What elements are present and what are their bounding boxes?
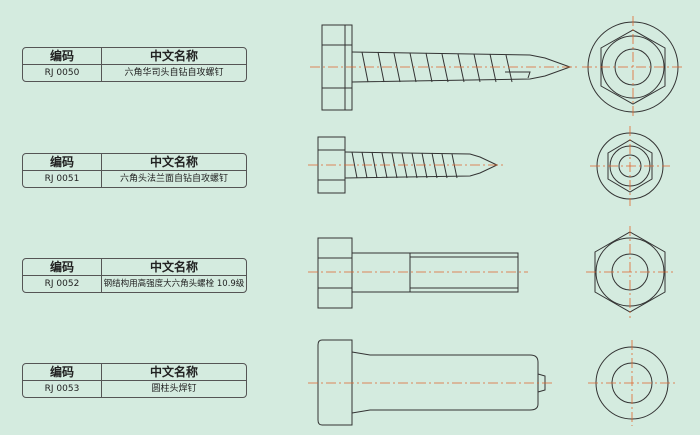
- name-header: 中文名称: [149, 155, 198, 169]
- name-header: 中文名称: [149, 365, 198, 379]
- product-code: RJ 0051: [23, 171, 102, 187]
- product-code: RJ 0053: [23, 381, 102, 397]
- product-code: RJ 0052: [23, 276, 102, 292]
- code-header: 编码: [23, 259, 102, 275]
- name-header: 中文名称: [149, 49, 198, 63]
- product-table-rj0050: 编码 中文名称 RJ 0050 六角华司头自钻自攻螺钉: [22, 47, 247, 82]
- product-name: 钢结构用高强度大六角头螺栓 10.9级: [103, 279, 245, 289]
- product-table-rj0053: 编码 中文名称 RJ 0053 圆柱头焊钉: [22, 363, 247, 398]
- cylinder-head-weld-stud-side-view: [308, 339, 555, 426]
- hex-flange-self-drilling-screw-top-view: [590, 126, 670, 206]
- hex-washer-self-drilling-screw-side-view: [310, 24, 578, 111]
- cylinder-head-weld-stud-top-view: [588, 340, 676, 426]
- hex-washer-self-drilling-screw-top-view: [582, 16, 684, 118]
- product-name: 圆柱头焊钉: [151, 384, 197, 394]
- product-table-rj0051: 编码 中文名称 RJ 0051 六角头法兰面自钻自攻螺钉: [22, 153, 247, 188]
- code-header: 编码: [23, 364, 102, 380]
- hex-flange-self-drilling-screw-side-view: [308, 136, 505, 194]
- code-header: 编码: [23, 154, 102, 170]
- product-name: 六角头法兰面自钻自攻螺钉: [119, 174, 228, 184]
- high-strength-hex-bolt-top-view: [586, 226, 674, 318]
- product-name: 六角华司头自钻自攻螺钉: [124, 68, 224, 78]
- product-code: RJ 0050: [23, 65, 102, 81]
- high-strength-hex-bolt-side-view: [308, 237, 528, 309]
- code-header: 编码: [23, 48, 102, 64]
- name-header: 中文名称: [149, 260, 198, 274]
